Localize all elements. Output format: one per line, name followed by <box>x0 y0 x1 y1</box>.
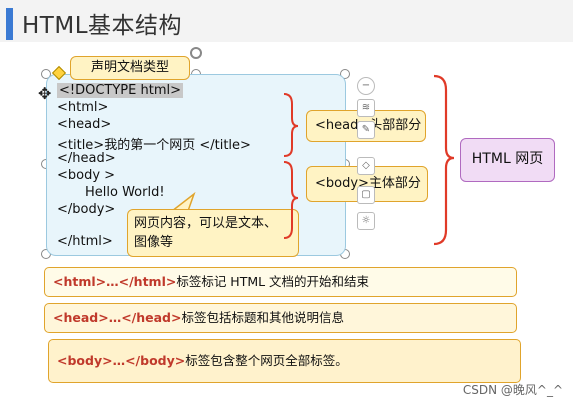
big-brace <box>433 74 455 246</box>
code-line: <html> <box>57 100 109 115</box>
html-tag-note: <html>…</html>标签标记 HTML 文档的开始和结束 <box>44 267 517 297</box>
bulb-icon[interactable]: ☼ <box>357 212 375 230</box>
slide-title-bar <box>0 0 573 42</box>
body-tag-note: <body>…</body>标签包含整个网页全部标签。 <box>48 339 521 383</box>
move-cursor-icon: ✥ <box>38 84 52 103</box>
fill-icon[interactable]: ◇ <box>357 157 375 175</box>
note-text: 标签包含整个网页全部标签。 <box>185 353 348 368</box>
content-callout: 网页内容，可以是文本、 图像等 <box>127 209 299 257</box>
doctype-callout: 声明文档类型 <box>70 56 190 80</box>
note-tag: <head>…</head> <box>53 310 182 325</box>
code-line: </html> <box>57 234 113 249</box>
note-tag: <html>…</html> <box>53 274 177 289</box>
pen-icon[interactable]: ✎ <box>357 121 375 139</box>
content-callout-line: 网页内容，可以是文本、 <box>134 216 278 231</box>
code-line: </body> <box>57 202 116 217</box>
note-text: 标签标记 HTML 文档的开始和结束 <box>176 274 370 289</box>
note-text: 标签包括标题和其他说明信息 <box>181 310 344 325</box>
layers-icon[interactable]: ≋ <box>357 99 375 117</box>
slide-title: HTML基本结构 <box>22 13 183 39</box>
content-callout-line: 图像等 <box>134 235 174 250</box>
code-line: Hello World! <box>85 185 165 200</box>
watermark: CSDN @晚风^_^ <box>462 383 563 397</box>
head-tag-note: <head>…</head>标签包括标题和其他说明信息 <box>44 303 517 333</box>
braces <box>283 93 299 239</box>
code-line: <body > <box>57 168 116 183</box>
title-accent-bar <box>6 8 13 40</box>
code-line: <title>我的第一个网页 </title> <box>57 138 251 153</box>
html-page-box: HTML 网页 <box>460 138 555 182</box>
code-line: </head> <box>57 151 116 166</box>
code-line: <head> <box>57 117 112 132</box>
code-line-doctype: <!DOCTYPE html> <box>57 83 183 98</box>
selection-handle[interactable] <box>340 69 350 79</box>
rotate-handle-icon[interactable] <box>190 47 202 59</box>
minus-icon[interactable]: − <box>357 77 375 95</box>
note-tag: <body>…</body> <box>57 353 186 368</box>
selection-handle[interactable] <box>41 69 51 79</box>
frame-icon[interactable]: ▢ <box>357 186 375 204</box>
